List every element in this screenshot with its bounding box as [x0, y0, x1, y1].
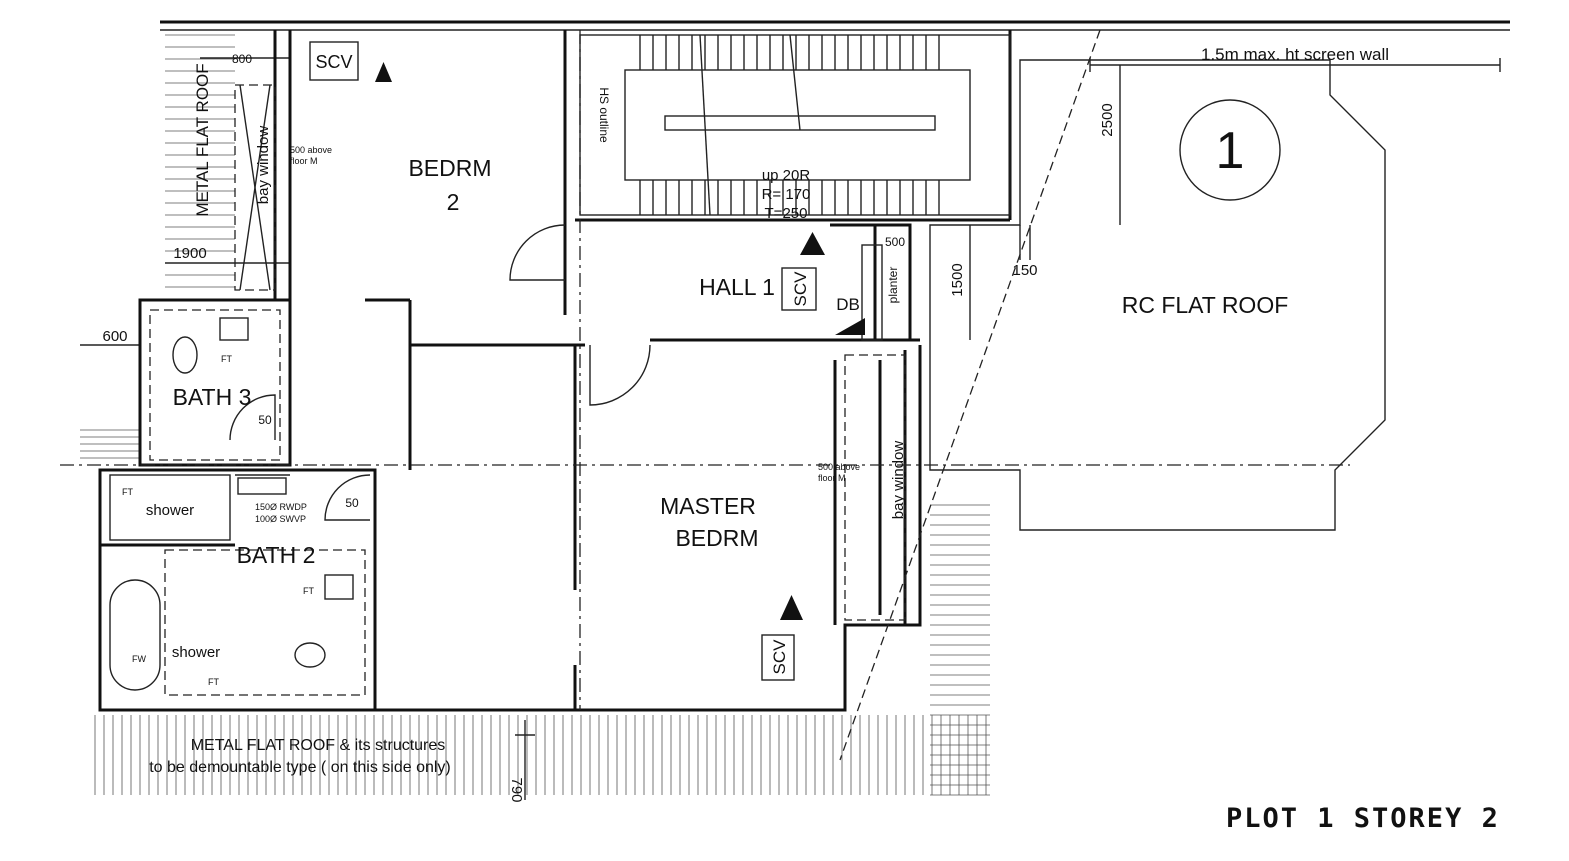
hall-label: HALL 1 [699, 274, 775, 300]
rc-roof-label: RC FLAT ROOF [1122, 292, 1289, 318]
ft-label-bath2-floor: FT [208, 677, 219, 687]
hs-outline-label: HS outline [597, 87, 611, 143]
master-bedroom-label-line1: MASTER [660, 493, 756, 519]
db-symbol [835, 318, 865, 335]
screen-wall [160, 20, 1510, 72]
bedroom2-label-line2: 2 [447, 189, 460, 215]
dim-50-bath3: 50 [258, 413, 272, 427]
scv-label-hall: SCV [791, 271, 810, 307]
plot-marker-number: 1 [1216, 122, 1245, 180]
planter [861, 244, 883, 341]
metal-roof-bottom-line2: to be demountable type ( on this side on… [149, 759, 451, 776]
bay-window-master-label: bay window [890, 441, 907, 520]
bath3-label: BATH 3 [173, 384, 252, 410]
ft-label-bath3: FT [221, 354, 232, 364]
dim-1500: 1500 [949, 263, 966, 296]
dim-1900: 1900 [173, 245, 206, 262]
scv-tag-master [761, 595, 803, 681]
rc-roof-outline [929, 59, 1386, 531]
bedroom2-label-line1: BEDRM [408, 155, 491, 181]
scv-tag-top [309, 41, 392, 82]
master-bedroom-label-line2: BEDRM [675, 525, 758, 551]
dim-150: 150 [1012, 262, 1037, 279]
swvp-label: 100Ø SWVP [255, 514, 306, 524]
db-label: DB [836, 295, 860, 314]
scv-label-top: SCV [315, 52, 352, 72]
rwdp-label: 150Ø RWDP [255, 502, 307, 512]
stair-note-line3: T=250 [765, 205, 808, 222]
fw-label: FW [132, 654, 146, 664]
stair-note-line1: up 20R [762, 167, 811, 184]
dim-800: 800 [232, 52, 252, 66]
sill-note-top-line2: floor M [290, 156, 318, 166]
bay-window-top-label: bay window [255, 126, 272, 205]
scv-label-master: SCV [770, 639, 789, 675]
bath-fixtures [109, 309, 366, 696]
planter-label: planter [886, 267, 900, 304]
sill-note-master-line2: floor M [818, 473, 846, 483]
dim-500-planter: 500 [885, 235, 905, 249]
ft-label-shower: FT [122, 487, 133, 497]
shower-bath3-label: shower [146, 502, 194, 519]
centre-lines [60, 29, 1350, 761]
scv-tag-hall [781, 232, 825, 311]
sill-note-master-line1: 500 above [818, 462, 860, 472]
building-walls [98, 30, 1012, 712]
plan-caption: PLOT 1 STOREY 2 [1226, 803, 1500, 834]
dim-50-bath2: 50 [345, 496, 359, 510]
bay-window-top [234, 84, 276, 291]
dimension-lines [80, 57, 1121, 800]
plot-marker: 1 [1179, 99, 1281, 201]
dim-790: 790 [508, 777, 525, 802]
sill-note-top-line1: 500 above [290, 145, 332, 155]
metal-roof-left-label: METAL FLAT ROOF [193, 63, 212, 216]
door-swings [229, 224, 651, 521]
dim-600: 600 [102, 328, 127, 345]
bay-window-master [844, 354, 906, 621]
metal-roof-hatching [80, 34, 990, 796]
shower-bath2-label: shower [172, 644, 220, 661]
screen-wall-label: 1.5m max. ht screen wall [1201, 45, 1389, 64]
metal-roof-bottom-line1: METAL FLAT ROOF & its structures [191, 737, 446, 754]
dim-2500: 2500 [1099, 103, 1116, 136]
bath2-label: BATH 2 [237, 542, 316, 568]
ft-label-bath2-basin: FT [303, 586, 314, 596]
stair-note-line2: R= 170 [762, 186, 811, 203]
